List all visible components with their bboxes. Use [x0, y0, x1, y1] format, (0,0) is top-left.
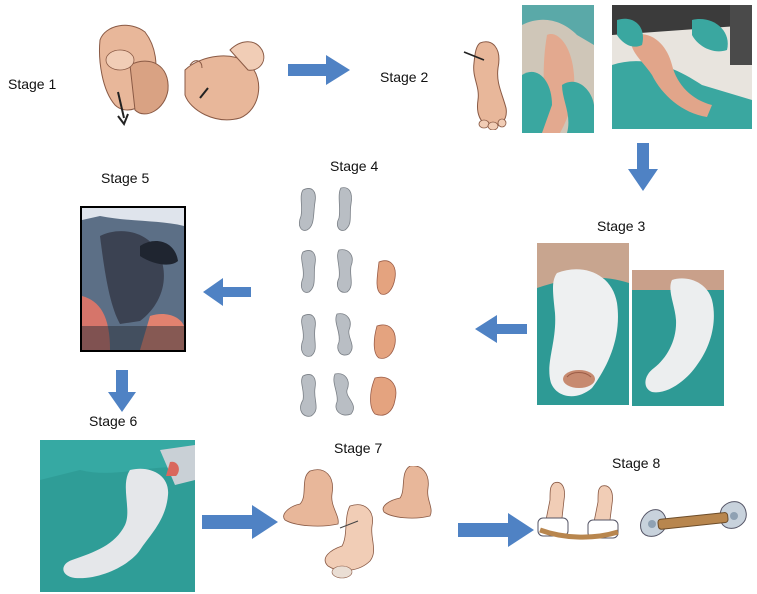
arrow-right-icon	[202, 505, 278, 539]
arrow-right-icon	[288, 55, 350, 85]
stage-2-photo-2	[612, 5, 752, 129]
stage-8-foot-abduction-brace-illustration	[532, 478, 754, 576]
stage-7-foot-release-illustration	[280, 466, 455, 586]
stage-6-label: Stage 6	[89, 413, 137, 429]
arrow-down-icon	[628, 143, 658, 191]
stage-1-label: Stage 1	[8, 76, 56, 92]
arrow-left-icon	[475, 315, 527, 343]
stage-4-label: Stage 4	[330, 158, 378, 174]
stage-4-cast-series-illustration	[293, 182, 413, 422]
stage-8-label: Stage 8	[612, 455, 660, 471]
arrow-left-icon	[203, 278, 251, 306]
arrow-down-icon	[108, 370, 136, 412]
stage-2-label: Stage 2	[380, 69, 428, 85]
stage-5-label: Stage 5	[101, 170, 149, 186]
arrow-right-icon	[458, 513, 534, 547]
stage-5-procedure-photo	[80, 206, 186, 352]
stage-3-cast-photo-2	[632, 270, 724, 406]
stage-3-cast-photo-1	[537, 243, 629, 405]
stage-3-label: Stage 3	[597, 218, 645, 234]
stage-1-foot-manipulation-illustration	[90, 10, 280, 130]
stage-2-foot-drawing	[462, 38, 522, 130]
stage-2-photo-1	[522, 5, 594, 133]
stage-7-label: Stage 7	[334, 440, 382, 456]
stage-6-long-leg-cast-photo	[40, 440, 195, 592]
